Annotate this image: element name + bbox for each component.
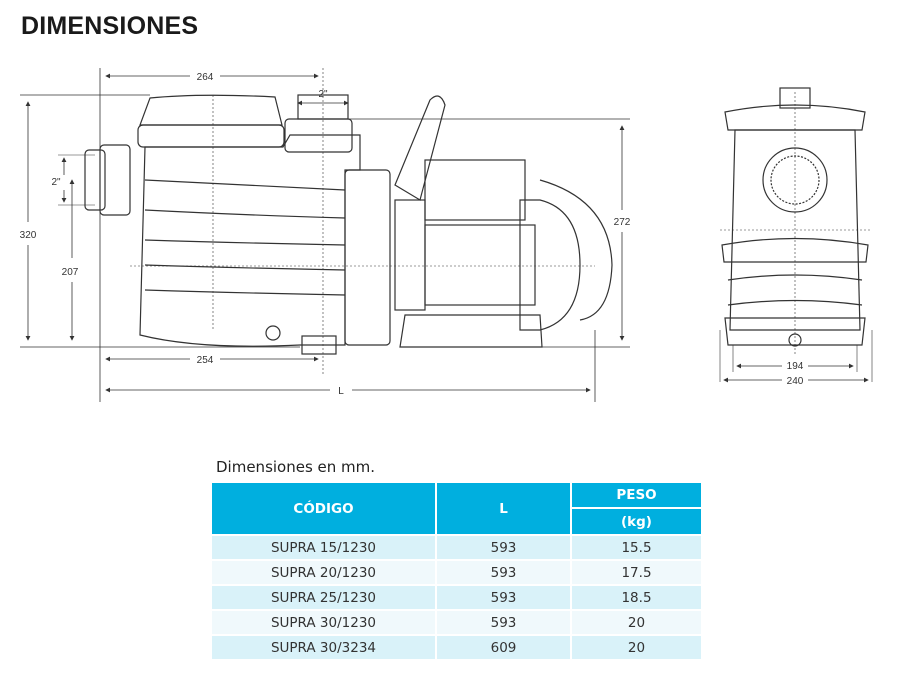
svg-text:L: L (338, 386, 344, 397)
pump-dimension-drawing: 264 2" 2" 320 207 272 254 L 194 240 (20, 68, 873, 402)
side-view-dimension-labels: 264 2" 2" 320 207 272 254 L (20, 72, 631, 397)
header-weight: PESO (570, 481, 703, 509)
header-weight-unit: (kg) (570, 507, 703, 536)
svg-text:320: 320 (20, 230, 37, 241)
svg-text:272: 272 (614, 217, 631, 228)
svg-text:207: 207 (62, 267, 79, 278)
svg-text:2": 2" (318, 89, 328, 100)
front-dim-inner: 194 (787, 361, 804, 372)
page-title: DIMENSIONES (21, 12, 199, 40)
svg-text:2": 2" (51, 177, 61, 188)
header-code: CÓDIGO (210, 481, 437, 536)
svg-text:254: 254 (197, 355, 214, 366)
svg-text:264: 264 (197, 72, 214, 83)
side-view (20, 68, 630, 402)
table-caption: Dimensiones en mm. (216, 458, 376, 476)
header-length: L (435, 481, 572, 536)
front-dim-outer: 240 (787, 376, 804, 387)
front-view (719, 87, 873, 383)
